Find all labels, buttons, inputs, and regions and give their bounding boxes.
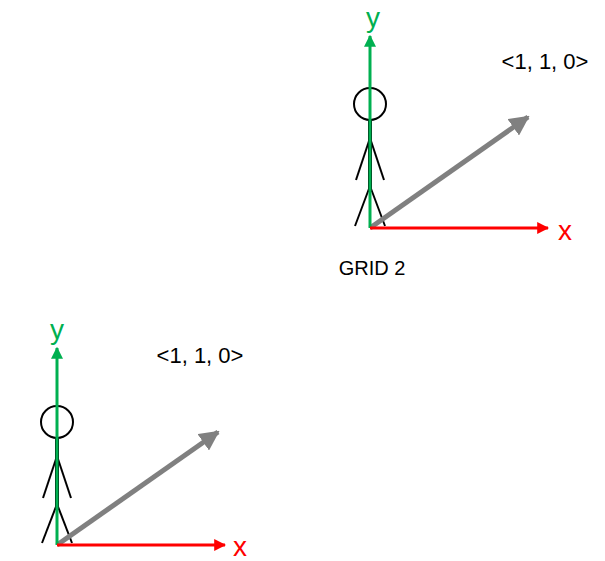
grid-one (41, 348, 225, 545)
vector-label: <1, 1, 0> (502, 51, 589, 73)
x-axis (57, 544, 225, 547)
axis-label: y (50, 316, 64, 344)
grid-label: GRID 2 (339, 258, 406, 278)
axis-label: x (233, 533, 247, 561)
y-axis (369, 36, 372, 228)
vector-label: <1, 1, 0> (157, 345, 244, 367)
axis-label: x (558, 217, 572, 245)
vector-arrow (370, 117, 528, 228)
vector-arrow (57, 432, 218, 545)
x-axis (370, 227, 548, 230)
axis-label: y (366, 4, 380, 32)
y-axis (56, 348, 59, 545)
